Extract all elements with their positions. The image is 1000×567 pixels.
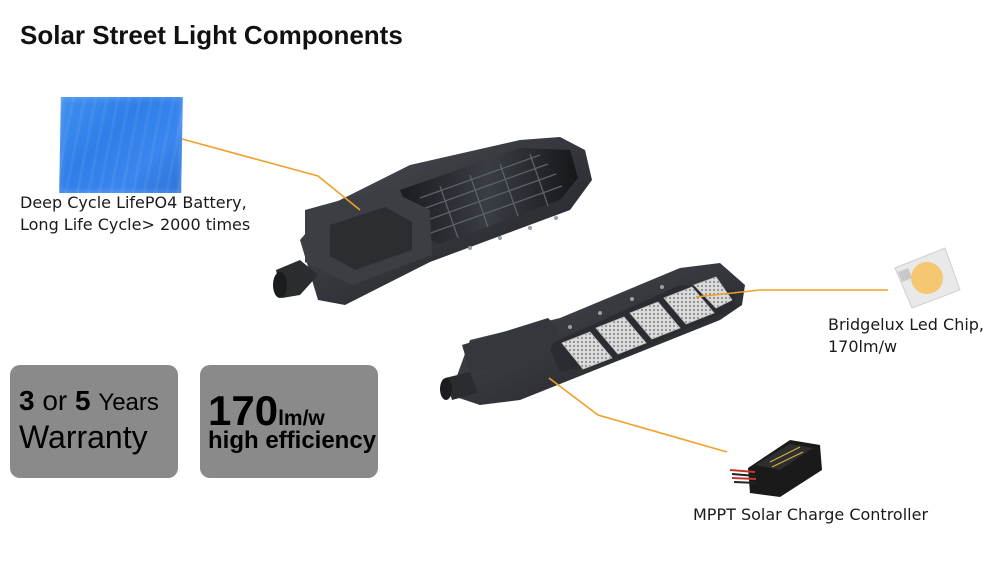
efficiency-badge: 170lm/w high efficiency [200, 365, 378, 478]
led-chip-caption-line1: Bridgelux Led Chip, [828, 315, 985, 334]
warranty-badge: 3 or 5 Years Warranty [10, 365, 178, 478]
warranty-or: or [42, 385, 68, 416]
efficiency-label: high efficiency [208, 427, 377, 454]
warranty-label: Warranty [19, 419, 148, 455]
efficiency-value: 170 [208, 387, 279, 434]
warranty-num1: 3 [19, 385, 35, 416]
page-title: Solar Street Light Components [20, 20, 403, 50]
leader-lines [181, 138, 888, 453]
street-light-top-view [273, 137, 592, 305]
controller-caption: MPPT Solar Charge Controller [693, 504, 928, 526]
warranty-years-line: 3 or 5 Years [19, 385, 159, 417]
battery-caption-line2: Long Life Cycle> 2000 times [20, 215, 251, 234]
led-chip-caption-line2: 170lm/w [828, 337, 898, 356]
controller-image [729, 440, 822, 497]
warranty-years-word: Years [98, 389, 159, 416]
efficiency-unit: lm/w [278, 407, 325, 430]
battery-caption: Deep Cycle LifePO4 Battery, Long Life Cy… [20, 192, 250, 236]
efficiency-value-line: 170lm/w [208, 387, 325, 435]
battery-caption-line1: Deep Cycle LifePO4 Battery, [20, 193, 247, 212]
led-chip-image [894, 247, 961, 309]
street-light-bottom-view [440, 263, 745, 405]
controller-caption-label: MPPT Solar Charge Controller [693, 505, 929, 524]
warranty-num2: 5 [75, 385, 91, 416]
led-chip-caption: Bridgelux Led Chip, 170lm/w [828, 314, 984, 358]
